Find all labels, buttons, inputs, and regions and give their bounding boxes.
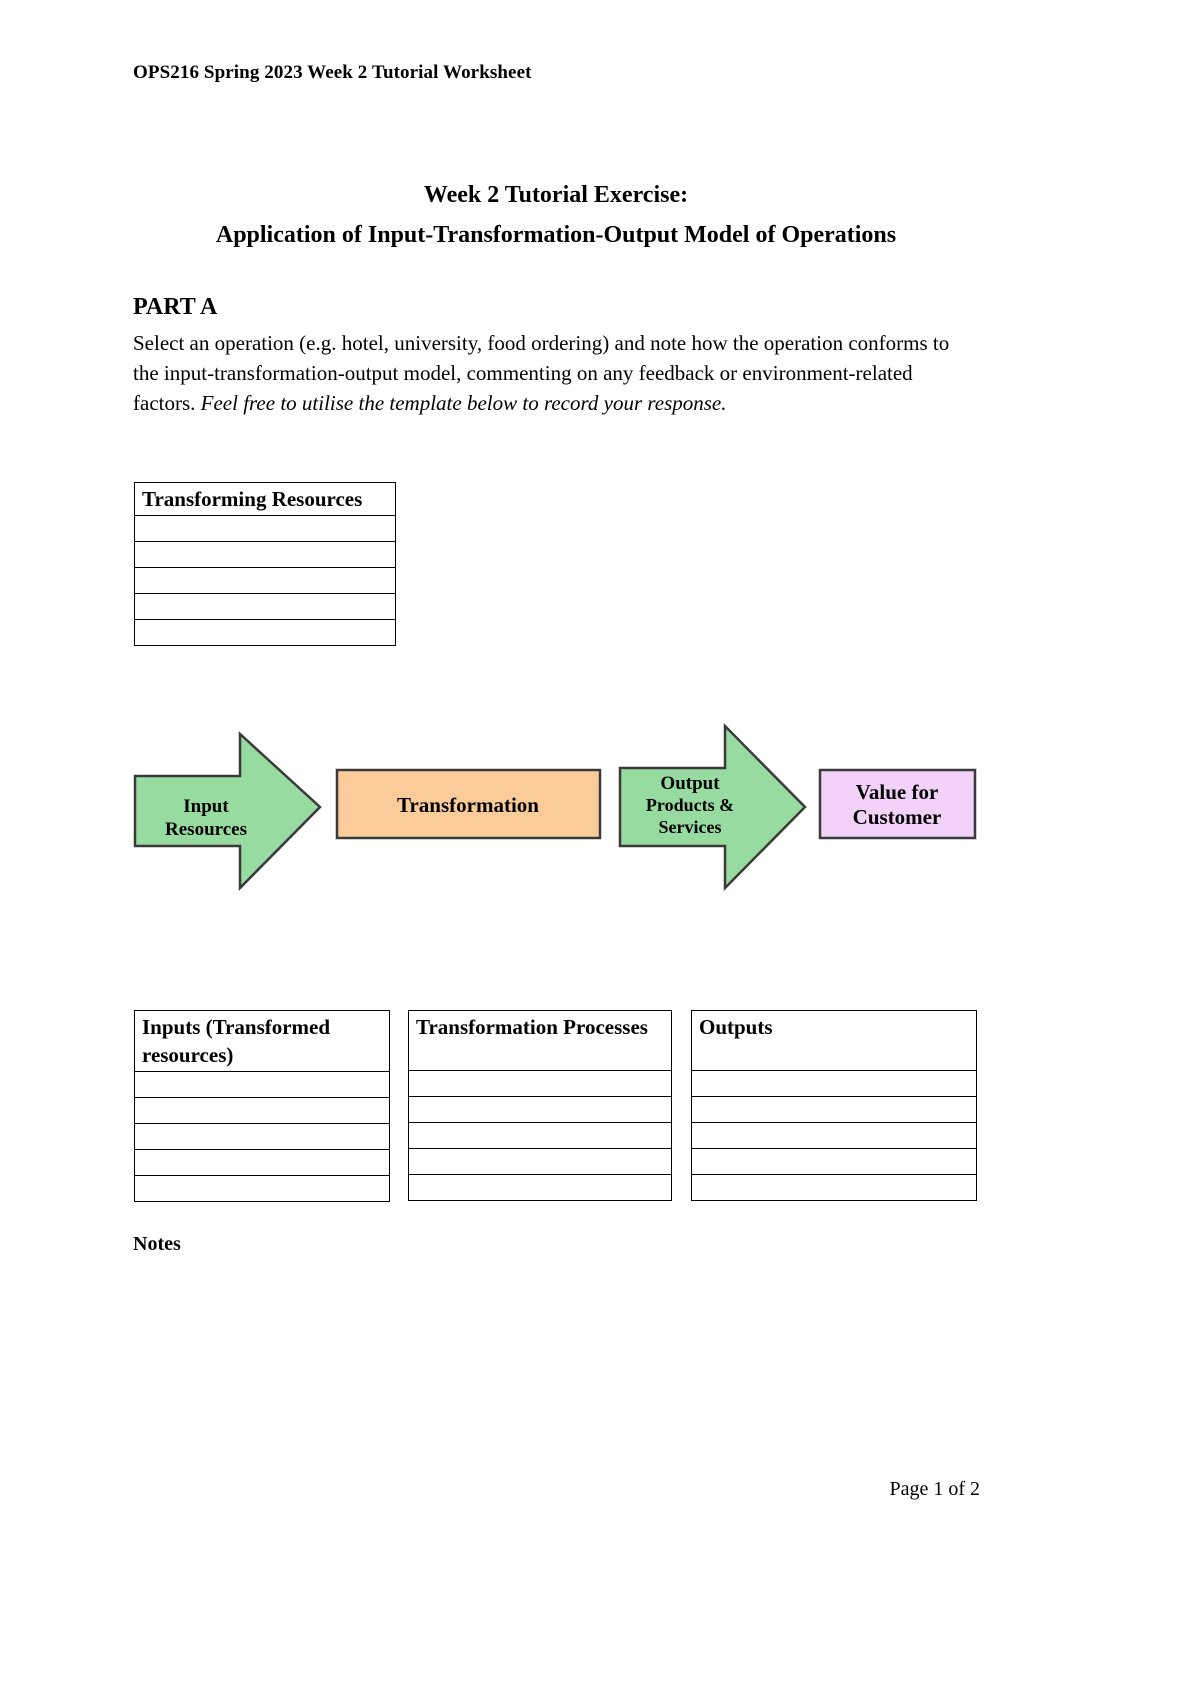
output-arrow-label-line2: Products & <box>646 795 734 815</box>
transforming-resources-table[interactable]: Transforming Resources <box>134 482 396 646</box>
table-row[interactable] <box>408 1070 672 1097</box>
title-line-1: Week 2 Tutorial Exercise: <box>423 182 689 208</box>
table-row[interactable] <box>134 1149 390 1176</box>
table-row[interactable] <box>134 1175 390 1202</box>
transformation-box-label: Transformation <box>397 793 539 817</box>
input-arrow-label-line1: Input <box>183 796 229 817</box>
input-transformation-output-diagram: Input Resources Transformation Output Pr… <box>130 720 990 910</box>
table-row[interactable] <box>691 1070 977 1097</box>
outputs-cell[interactable] <box>691 1148 977 1175</box>
output-arrow-shape <box>618 722 807 892</box>
table-row[interactable] <box>691 1148 977 1175</box>
inputs-cell[interactable] <box>134 1123 390 1150</box>
outputs-cell[interactable] <box>691 1096 977 1123</box>
outputs-cell[interactable] <box>691 1070 977 1097</box>
value-box-label-line2: Customer <box>853 805 942 829</box>
transformation-box: Transformation <box>335 768 602 840</box>
part-a-text-italic: Feel free to utilise the template below … <box>200 391 727 415</box>
output-arrow: Output Products & Services <box>618 722 807 892</box>
notes-label: Notes <box>133 1233 181 1255</box>
processes-table-header: Transformation Processes <box>408 1010 672 1071</box>
processes-cell[interactable] <box>408 1148 672 1175</box>
table-row[interactable] <box>408 1148 672 1175</box>
value-box-label-line1: Value for <box>856 780 939 804</box>
transforming-cell[interactable] <box>134 567 396 594</box>
table-row[interactable] <box>691 1174 977 1201</box>
inputs-cell[interactable] <box>134 1071 390 1098</box>
part-a-label: PART A <box>133 294 218 320</box>
inputs-cell[interactable] <box>134 1097 390 1124</box>
value-for-customer-box: Value for Customer <box>818 768 977 840</box>
inputs-transformed-resources-table[interactable]: Inputs (Transformed resources) <box>134 1010 390 1202</box>
table-row[interactable] <box>691 1122 977 1149</box>
table-row[interactable] <box>134 619 396 646</box>
table-header-row: Outputs <box>691 1010 977 1071</box>
inputs-table-header: Inputs (Transformed resources) <box>134 1010 390 1072</box>
outputs-cell[interactable] <box>691 1122 977 1149</box>
table-row[interactable] <box>408 1122 672 1149</box>
outputs-table[interactable]: Outputs <box>691 1010 977 1201</box>
table-row[interactable] <box>134 567 396 594</box>
inputs-cell[interactable] <box>134 1149 390 1176</box>
transformation-box-shape <box>335 768 602 840</box>
processes-cell[interactable] <box>408 1122 672 1149</box>
input-arrow-label-line2: Resources <box>165 819 247 840</box>
outputs-table-header: Outputs <box>691 1010 977 1071</box>
page-footer: Page 1 of 2 <box>889 1478 980 1500</box>
table-row[interactable] <box>134 1071 390 1098</box>
table-row[interactable] <box>134 1097 390 1124</box>
table-row[interactable] <box>134 515 396 542</box>
part-a-instructions: Select an operation (e.g. hotel, univers… <box>133 328 973 418</box>
table-row[interactable] <box>691 1096 977 1123</box>
outputs-cell[interactable] <box>691 1174 977 1201</box>
value-box-shape <box>818 768 977 840</box>
table-header-row: Transforming Resources <box>134 482 396 516</box>
processes-cell[interactable] <box>408 1070 672 1097</box>
output-arrow-label-line1: Output <box>660 773 720 794</box>
transformation-processes-table[interactable]: Transformation Processes <box>408 1010 672 1201</box>
processes-cell[interactable] <box>408 1096 672 1123</box>
transforming-cell[interactable] <box>134 541 396 568</box>
processes-cell[interactable] <box>408 1174 672 1201</box>
table-header-row: Inputs (Transformed resources) <box>134 1010 390 1072</box>
part-a-text-plain: Select an operation (e.g. hotel, univers… <box>133 331 950 415</box>
transforming-cell[interactable] <box>134 593 396 620</box>
table-row[interactable] <box>408 1096 672 1123</box>
table-header-row: Transformation Processes <box>408 1010 672 1071</box>
table-row[interactable] <box>134 541 396 568</box>
table-row[interactable] <box>134 593 396 620</box>
page-title: Week 2 Tutorial Exercise: Application of… <box>133 175 979 255</box>
table-row[interactable] <box>134 1123 390 1150</box>
transforming-cell[interactable] <box>134 619 396 646</box>
output-arrow-label-line3: Services <box>659 817 722 837</box>
table-row[interactable] <box>408 1174 672 1201</box>
transforming-resources-header: Transforming Resources <box>134 482 396 516</box>
title-line-2: Application of Input-Transformation-Outp… <box>215 222 897 248</box>
input-arrow-shape <box>133 731 322 892</box>
inputs-cell[interactable] <box>134 1175 390 1202</box>
input-resources-arrow: Input Resources <box>133 731 322 892</box>
document-header: OPS216 Spring 2023 Week 2 Tutorial Works… <box>133 62 532 83</box>
transforming-cell[interactable] <box>134 515 396 542</box>
